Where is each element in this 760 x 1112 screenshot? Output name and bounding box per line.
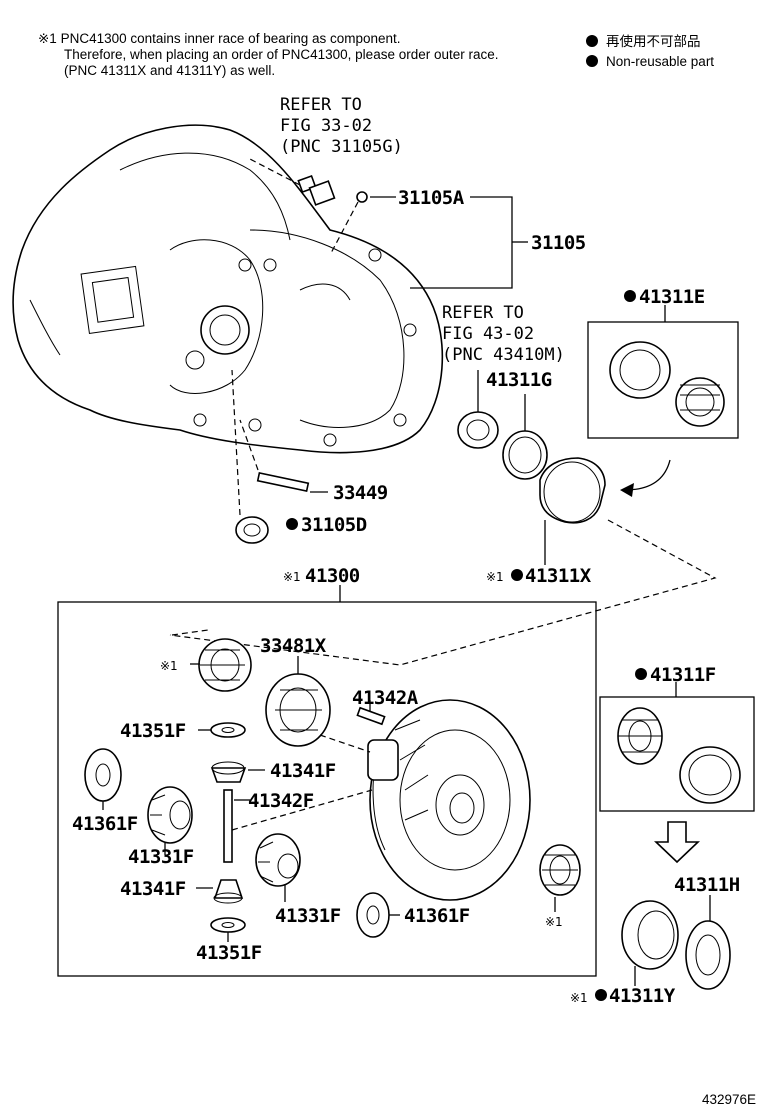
- ref-33-line2: FIG 33-02: [280, 116, 372, 136]
- kit-41311F-box: [599, 696, 755, 812]
- outer-race-41311Y-illustration: [621, 900, 679, 970]
- mark-note1-41311X: ※1: [486, 570, 504, 584]
- bearing-41311G-illustration: [457, 411, 548, 480]
- differential-kit-41300-box: [57, 601, 597, 977]
- down-arrow-icon: [654, 821, 700, 864]
- non-reusable-dot-icon: [635, 668, 647, 680]
- note-line-3: (PNC 41311X and 41311Y) as well.: [64, 63, 275, 78]
- mark-note1-41300: ※1: [283, 570, 301, 584]
- label-31105: 31105: [531, 232, 586, 254]
- label-41331F-left: 41331F: [128, 846, 194, 868]
- pin-41342A-illustration: [356, 706, 386, 726]
- ref-43-line1: REFER TO: [442, 303, 524, 323]
- legend-en: Non-reusable part: [606, 54, 714, 69]
- side-gear-41331F-right-illustration: [255, 833, 301, 887]
- ref-33-line1: REFER TO: [280, 95, 362, 115]
- illustration-code: 432976E: [702, 1092, 756, 1107]
- label-41331F-right: 41331F: [275, 905, 341, 927]
- side-gear-41331F-left-illustration: [147, 786, 193, 844]
- legend-jp: 再使用不可部品: [606, 33, 701, 49]
- label-41311H: 41311H: [674, 874, 740, 896]
- label-31105D: 31105D: [301, 514, 367, 536]
- kit-41311E-box: [587, 321, 739, 439]
- label-33449: 33449: [333, 482, 388, 504]
- note-line-1: ※1 PNC41300 contains inner race of beari…: [38, 31, 401, 46]
- non-reusable-dot-icon: [511, 569, 523, 581]
- label-41342A: 41342A: [352, 687, 419, 709]
- label-41341F-top: 41341F: [270, 760, 336, 782]
- mark-note1-right-race: ※1: [545, 915, 563, 929]
- shim-41311H-illustration: [685, 920, 731, 990]
- ref-33-line3: (PNC 31105G): [280, 137, 403, 157]
- non-reusable-dot-icon: [286, 518, 298, 530]
- label-41361F-left: 41361F: [72, 813, 138, 835]
- non-reusable-dot-icon: [586, 35, 598, 47]
- bearing-33481X-illustration: [265, 673, 331, 747]
- oil-seal-31105D-illustration: [235, 516, 269, 544]
- shaft-41342F-illustration: [223, 789, 233, 863]
- ref-fig-43-02: REFER TO FIG 43-02 (PNC 43410M): [442, 303, 565, 365]
- label-41351F-top: 41351F: [120, 720, 186, 742]
- differential-case-illustration: [367, 699, 531, 901]
- ref-43-line2: FIG 43-02: [442, 324, 534, 344]
- ref-fig-33-02: REFER TO FIG 33-02 (PNC 31105G): [280, 95, 403, 157]
- thrust-washer-41361F-right-illustration: [356, 892, 390, 938]
- label-41361F-right: 41361F: [404, 905, 470, 927]
- inner-race-left-illustration: [198, 638, 252, 692]
- transmission-case-illustration: [12, 124, 444, 454]
- label-41311G: 41311G: [486, 369, 552, 391]
- label-41300: 41300: [305, 565, 360, 587]
- label-41351F-bottom: 41351F: [196, 942, 262, 964]
- label-31105A: 31105A: [398, 187, 465, 209]
- label-33481X: 33481X: [260, 635, 327, 657]
- non-reusable-dot-icon: [624, 290, 636, 302]
- non-reusable-dot-icon: [595, 989, 607, 1001]
- non-reusable-dot-icon: [586, 55, 598, 67]
- header-notes: ※1 PNC41300 contains inner race of beari…: [38, 31, 499, 78]
- legend: 再使用不可部品 Non-reusable part: [586, 33, 714, 69]
- pinion-gear-41341F-bottom-illustration: [213, 879, 244, 904]
- bearing-41311F-illustration: [617, 707, 741, 804]
- inner-race-right-illustration: [539, 844, 581, 896]
- ref-43-line3: (PNC 43410M): [442, 345, 565, 365]
- label-41311E: 41311E: [639, 286, 705, 308]
- label-41311X: 41311X: [525, 565, 592, 587]
- outer-race-41311X-illustration: [539, 457, 606, 524]
- label-41311F: 41311F: [650, 664, 716, 686]
- thrust-washer-41361F-left-illustration: [84, 748, 122, 802]
- bearing-41311E-illustration: [609, 341, 725, 427]
- plug-illustration: [356, 191, 368, 203]
- bolt-illustration: [297, 174, 336, 206]
- part-33449-illustration: [256, 471, 310, 493]
- label-41342F: 41342F: [248, 790, 314, 812]
- washer-41351F-bottom-illustration: [210, 917, 246, 933]
- label-41311Y: 41311Y: [609, 985, 676, 1007]
- label-41341F-bottom: 41341F: [120, 878, 186, 900]
- pinion-gear-41341F-top-illustration: [210, 761, 247, 783]
- washer-41351F-top-illustration: [210, 722, 246, 738]
- mark-note1-41311Y: ※1: [570, 991, 588, 1005]
- mark-note1-left-race: ※1: [160, 659, 178, 673]
- note-line-2: Therefore, when placing an order of PNC4…: [64, 47, 499, 62]
